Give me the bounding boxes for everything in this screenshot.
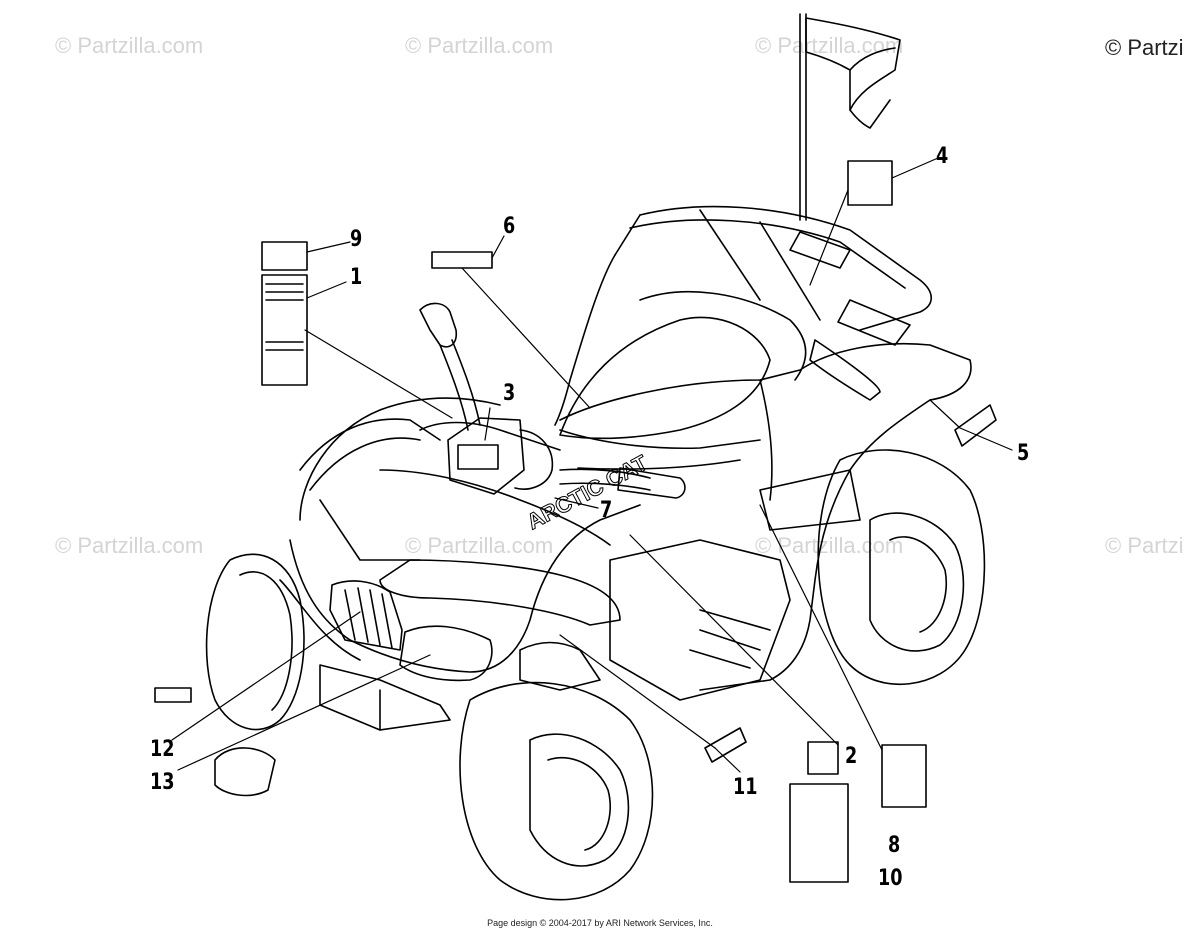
callout-12: 12	[150, 737, 175, 762]
watermark: © Partzilla.com	[55, 533, 204, 558]
atv-body	[279, 254, 972, 731]
decal-8	[881, 744, 927, 808]
decal-1	[261, 274, 308, 386]
safety-flag	[799, 13, 901, 221]
rear-right-wheel	[817, 449, 986, 685]
callout-5: 5	[1017, 441, 1030, 466]
callout-7: 7	[600, 498, 613, 523]
handlebars	[419, 302, 686, 499]
callout-11: 11	[733, 775, 758, 800]
callout-4: 4	[936, 144, 949, 169]
decal-6	[431, 251, 493, 269]
callout-3: 3	[503, 381, 516, 406]
callout-10: 10	[878, 866, 903, 891]
decal-12	[154, 687, 192, 703]
callout-8: 8	[888, 833, 901, 858]
callout-13: 13	[150, 770, 175, 795]
front-right-wheel	[459, 681, 654, 901]
decal-11	[704, 727, 747, 763]
watermark: © Partzi	[1105, 35, 1184, 60]
callout-6: 6	[503, 214, 516, 239]
watermark: © Partzilla.com	[405, 533, 554, 558]
decal-2	[807, 741, 839, 775]
callout-2: 2	[845, 744, 858, 769]
decal-10	[789, 783, 849, 883]
front-left-wheel	[205, 553, 305, 731]
watermark: © Partzilla.com	[405, 33, 554, 58]
watermark: © Partzi	[1105, 533, 1184, 558]
callout-9: 9	[350, 227, 363, 252]
decal-9	[261, 241, 308, 271]
decal-4	[847, 160, 893, 206]
decal-5	[954, 404, 997, 447]
watermark: © Partzilla.com	[755, 33, 904, 58]
page-footer: Page design © 2004-2017 by ARI Network S…	[487, 918, 713, 928]
leader-lines	[171, 157, 1013, 773]
rear-rack	[614, 205, 933, 401]
callout-1: 1	[350, 265, 363, 290]
watermark: © Partzilla.com	[55, 33, 204, 58]
decal-13	[214, 747, 276, 797]
